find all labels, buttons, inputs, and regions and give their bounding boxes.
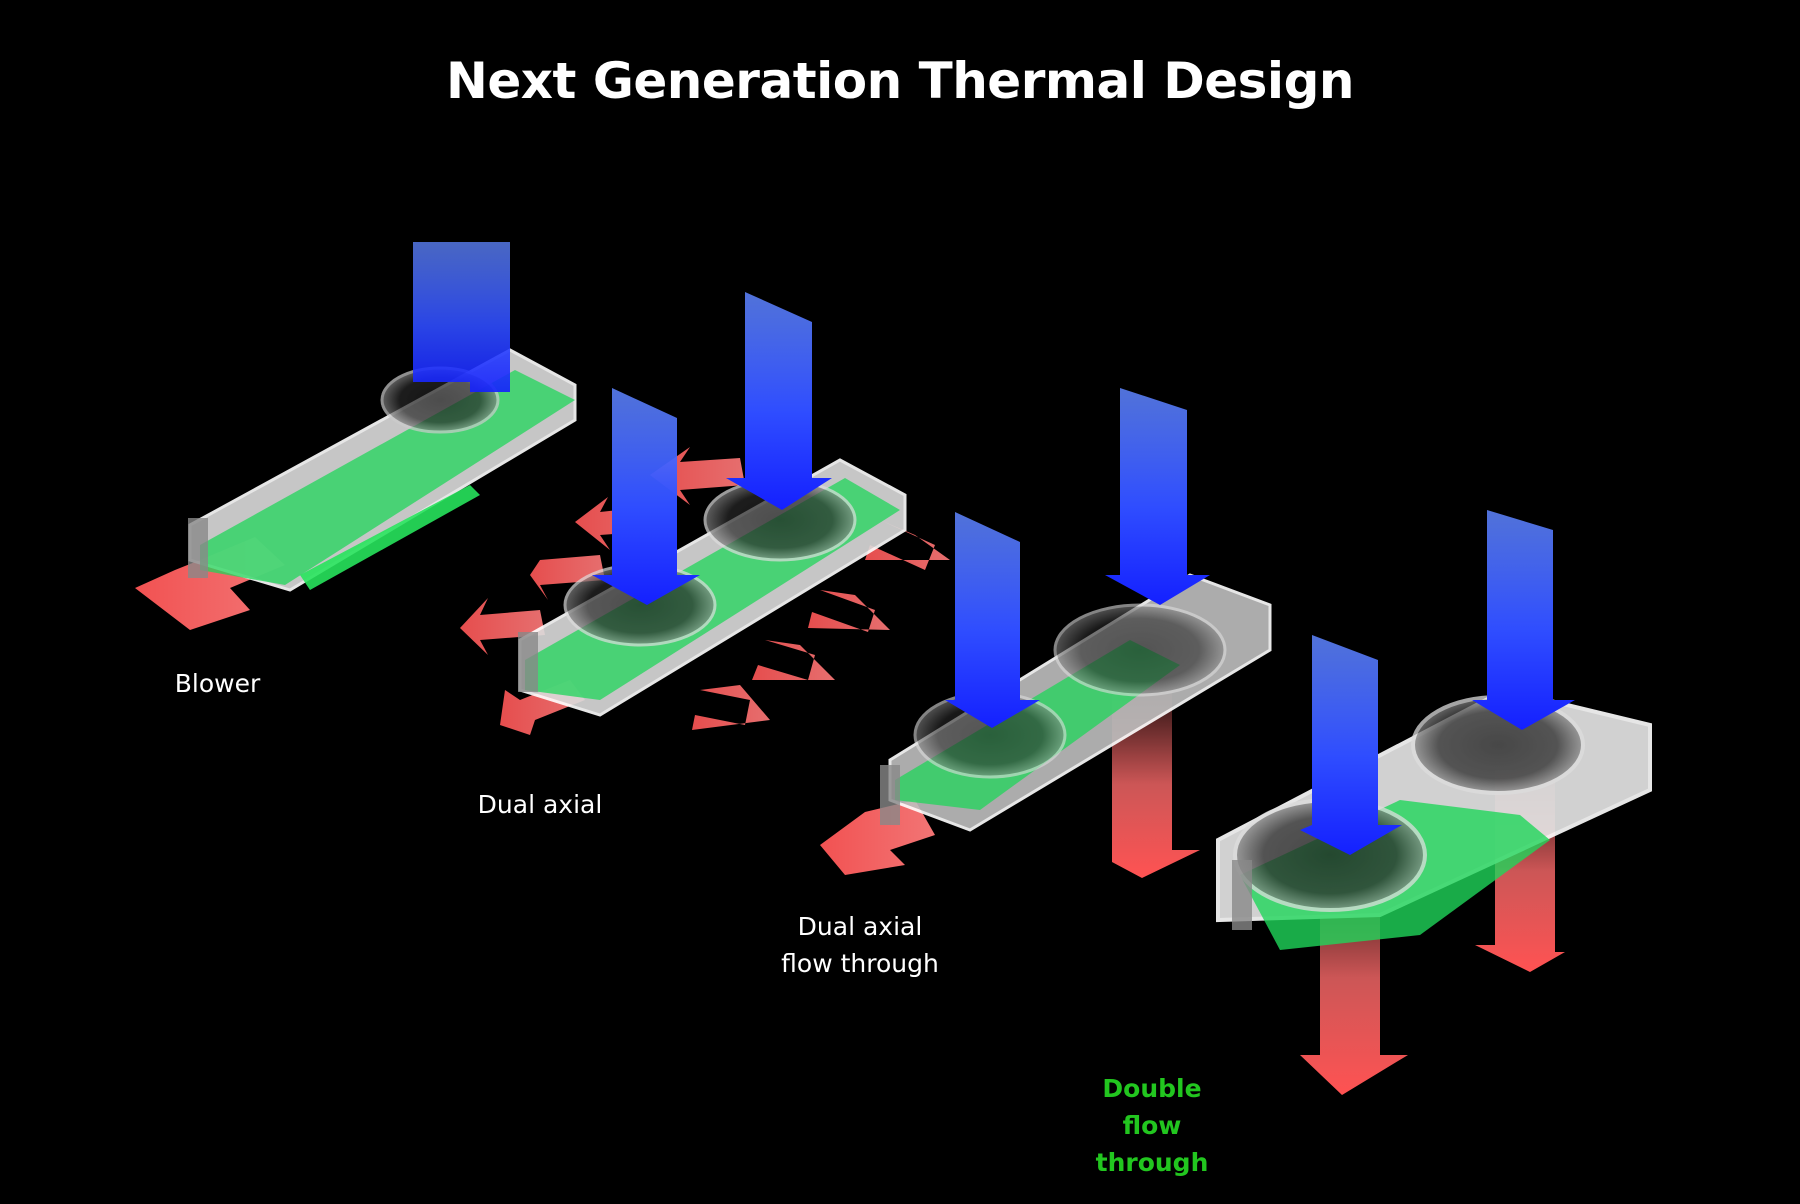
caption-dual-axial-flow-through: Dual axial flow through xyxy=(765,908,955,982)
exhaust-arrow xyxy=(820,800,935,875)
exhaust-arrow-through xyxy=(1112,690,1200,878)
caption-line: Double xyxy=(1102,1074,1202,1103)
io-bracket xyxy=(1232,860,1252,930)
intake-arrow xyxy=(1105,388,1210,605)
exhaust-arrow xyxy=(808,590,890,632)
exhaust-arrow xyxy=(692,685,770,730)
intake-arrow xyxy=(1300,635,1402,855)
caption-line: flow through xyxy=(1095,1111,1209,1177)
axial-fan xyxy=(1053,603,1227,697)
blower-card-illustration xyxy=(135,242,577,630)
intake-arrow xyxy=(1472,510,1575,730)
exhaust-arrow xyxy=(865,520,950,570)
io-bracket xyxy=(518,632,538,692)
exhaust-arrow xyxy=(530,548,605,600)
double-flow-through-card-illustration xyxy=(1216,510,1652,1095)
caption-blower: Blower xyxy=(150,665,285,702)
caption-dual-axial: Dual axial xyxy=(455,786,625,823)
caption-line: flow through xyxy=(781,949,939,978)
caption-double-flow-through: Double flow through xyxy=(1062,1070,1242,1181)
exhaust-arrow xyxy=(460,598,545,655)
dual-axial-flow-through-card-illustration xyxy=(820,388,1272,878)
io-bracket xyxy=(188,518,208,578)
slide-title: Next Generation Thermal Design xyxy=(446,52,1354,110)
exhaust-arrow xyxy=(752,640,835,680)
intake-arrow xyxy=(726,292,832,510)
caption-line: Dual axial xyxy=(797,912,923,941)
caption-line: Dual axial xyxy=(477,790,603,819)
dual-axial-card-illustration xyxy=(460,292,950,735)
caption-line: Blower xyxy=(174,669,261,698)
intake-arrow xyxy=(945,512,1040,728)
intake-arrow xyxy=(592,388,700,605)
intake-arrow xyxy=(413,242,510,392)
pcb-edge-connector xyxy=(300,485,480,590)
io-bracket xyxy=(880,765,900,825)
